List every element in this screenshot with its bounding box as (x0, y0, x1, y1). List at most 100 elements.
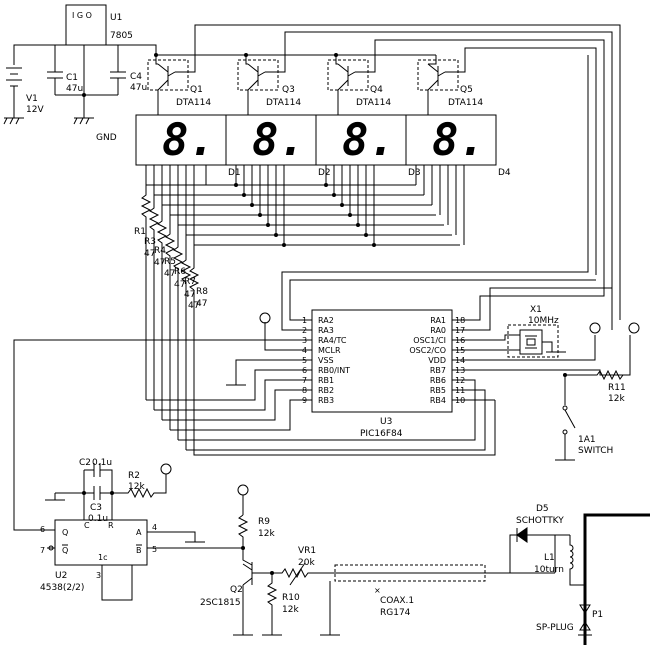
q4-ref: Q4 (370, 85, 383, 95)
r11-ref: R11 (608, 383, 626, 393)
r11-value: 12k (608, 394, 625, 404)
u3-pin-name: RB5 (430, 386, 446, 395)
r7-ref: R7 (184, 277, 196, 287)
d5-ref: D5 (536, 504, 549, 514)
v1-ref: V1 (26, 94, 38, 104)
u3-pin-name: RB6 (430, 376, 446, 385)
transistor-q3: Q3 DTA114 (237, 55, 301, 108)
capacitor-c4: C4 47u (110, 71, 147, 95)
r8-ref: R8 (196, 287, 208, 297)
u2-cx: C (84, 521, 90, 530)
display-d2: 8. D2 (225, 114, 331, 178)
plug-p1: P1 SP-PLUG (536, 604, 603, 636)
u2-p6: 6 (40, 525, 45, 534)
coax-cable: COAX.1 RG174 × (320, 564, 486, 636)
display-d4: 8. D4 (405, 114, 511, 178)
monostable-u2: Q Q C R 1c A B 6 7 4 5 3 U2 4538(2/2) (40, 519, 157, 593)
r10-value: 12k (282, 605, 299, 615)
u3-pin-name: RB2 (318, 386, 334, 395)
r4-ref: R4 (154, 246, 166, 256)
ground-symbol (3, 117, 94, 125)
u2-p5: 5 (152, 545, 157, 554)
r5-ref: R5 (164, 257, 176, 267)
q3-value: DTA114 (266, 98, 301, 108)
r1-value: 47 (144, 249, 155, 259)
u2-p3: 3 (96, 571, 101, 580)
r2-ref: R2 (128, 471, 140, 481)
c4-value: 47u (130, 83, 147, 93)
l1-value: 10turn (534, 565, 564, 575)
transistor-q1: Q1 DTA114 (147, 55, 211, 108)
u2-ic: 1c (98, 553, 108, 562)
u3-pin-name: RB3 (318, 396, 334, 405)
u1-pins: I G O (72, 11, 92, 20)
gnd-label: GND (96, 133, 117, 143)
r6-ref: R6 (174, 267, 186, 277)
u3-pin-name: RA3 (318, 326, 334, 335)
u3-pin-name: OSC1/CI (413, 336, 446, 345)
display-d3: 8. D3 (315, 114, 421, 178)
capacitor-c1: C1 47u (47, 71, 83, 95)
switch-1a1: 1A1 SWITCH (555, 375, 613, 461)
u3-pin-name: RA1 (430, 316, 446, 325)
capacitor-c3: C3 0.1u (55, 486, 114, 524)
q2-value: 2SC1815 (200, 598, 241, 608)
segment-bus (145, 165, 465, 247)
d3-ref: D3 (408, 168, 421, 178)
inductor-l1: L1 10turn (534, 534, 586, 605)
r4-value: 47 (164, 269, 175, 279)
c1-value: 47u (66, 84, 83, 94)
chassis-edge (583, 513, 650, 645)
battery-v1: V1 12V (6, 67, 44, 115)
u3-ref: U3 (380, 417, 392, 427)
d2-ref: D2 (318, 168, 331, 178)
u2-p4: 4 (152, 523, 157, 532)
transistor-q4: Q4 DTA114 (327, 55, 391, 108)
q5-value: DTA114 (448, 98, 483, 108)
u2-value: 4538(2/2) (40, 583, 84, 593)
q2-ref: Q2 (230, 585, 243, 595)
q5-ref: Q5 (460, 85, 473, 95)
u3-pin-name: OSC2/CO (409, 346, 446, 355)
u1-ref: U1 (110, 13, 122, 23)
potentiometer-vr1: VR1 20k (272, 546, 320, 586)
u1-value: 7805 (110, 31, 133, 41)
regulator-u1: I G O U1 7805 (65, 4, 133, 46)
u3-pin-name: RB0/INT (318, 366, 350, 375)
q1-ref: Q1 (190, 85, 203, 95)
mcu-u3: U3 PIC16F84 (311, 309, 453, 439)
x1-ref: X1 (530, 305, 542, 315)
x1-value: 10MHz (528, 316, 559, 326)
svg-text:8.: 8. (162, 115, 215, 166)
segment-resistors: R1 R3 47 R4 47 R5 47 R6 47 R7 47 R8 47 4… (134, 185, 208, 450)
u2-qbar: Q (62, 546, 68, 555)
p1-ref: P1 (592, 610, 603, 620)
p1-value: SP-PLUG (536, 623, 574, 633)
c4-ref: C4 (130, 72, 142, 82)
u3-value: PIC16F84 (360, 429, 403, 439)
d1-ref: D1 (228, 168, 241, 178)
u2-rx: R (108, 521, 114, 530)
u2-bbar: B (136, 546, 142, 555)
r9-ref: R9 (258, 517, 270, 527)
r2-value: 12k (128, 482, 145, 492)
u2-ref: U2 (55, 571, 67, 581)
vr1-ref: VR1 (298, 546, 316, 556)
r10-ref: R10 (282, 593, 300, 603)
coax-ref: COAX.1 (380, 596, 414, 606)
coax-value: RG174 (380, 608, 411, 618)
resistor-r9: R9 12k (237, 514, 275, 548)
r5-value: 47 (174, 280, 185, 290)
resistor-r11: R11 12k (565, 369, 630, 404)
diode-d5: D5 SCHOTTKY (509, 504, 564, 573)
v1-value: 12V (26, 105, 44, 115)
u2-p7: 7 (40, 546, 45, 555)
sw-value: SWITCH (578, 446, 613, 456)
r8-value: 47 (196, 299, 207, 309)
svg-text:8.: 8. (432, 115, 485, 166)
svg-text:8.: 8. (252, 115, 305, 166)
resistor-r2: R2 12k (112, 463, 172, 499)
c1-ref: C1 (66, 73, 78, 83)
